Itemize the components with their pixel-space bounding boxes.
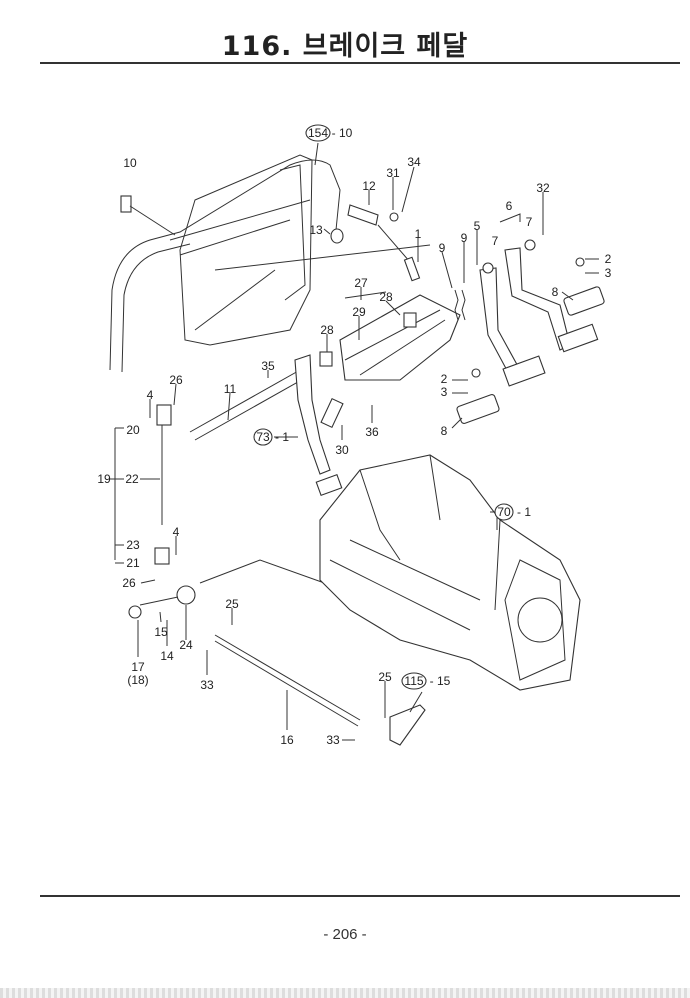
part-label: 2 xyxy=(605,252,612,266)
part-label: 10 xyxy=(123,156,137,170)
part-label: 7 xyxy=(526,215,533,229)
part-label: 9 xyxy=(461,231,468,245)
part-label: 30 xyxy=(335,443,349,457)
part-label: 32 xyxy=(536,181,550,195)
part-label: - 1 xyxy=(275,430,289,444)
frame-assembly xyxy=(109,154,431,373)
part-label: - 1 xyxy=(517,505,531,519)
part-label: 31 xyxy=(386,166,400,180)
scan-edge xyxy=(0,988,690,998)
part-label: 5 xyxy=(474,219,481,233)
part-label: 4 xyxy=(147,388,154,402)
part-label: 73 xyxy=(256,430,270,444)
part-label: 36 xyxy=(365,425,379,439)
part-label: 14 xyxy=(160,649,174,663)
part-label: 29 xyxy=(352,305,366,319)
part-label: 28 xyxy=(320,323,334,337)
part-label: 33 xyxy=(200,678,214,692)
part-label: 70 xyxy=(497,505,511,519)
circle-ref-70 xyxy=(494,503,514,521)
part-label: 22 xyxy=(125,472,139,486)
part-label: 16 xyxy=(280,733,294,747)
part-label: 115 xyxy=(404,674,423,688)
top-divider xyxy=(40,62,680,64)
part-label: 13 xyxy=(309,223,323,237)
part-label: (18) xyxy=(127,673,148,687)
part-label: 26 xyxy=(122,576,136,590)
part-label: 19 xyxy=(97,472,111,486)
pedal-assembly xyxy=(189,204,605,497)
part-label: 3 xyxy=(441,385,448,399)
part-label: 35 xyxy=(261,359,275,373)
linkage-rod xyxy=(110,404,426,746)
part-label: 15 xyxy=(154,625,168,639)
part-label: 26 xyxy=(169,373,183,387)
part-label: 1 xyxy=(415,227,422,241)
circled-references xyxy=(253,124,514,690)
part-label: - 10 xyxy=(332,126,353,140)
page-title: 116. 브레이크 페달 xyxy=(221,31,469,62)
part-label: 25 xyxy=(378,670,392,684)
part-label: 2 xyxy=(441,372,448,386)
part-label: 34 xyxy=(407,155,421,169)
circle-ref-73 xyxy=(253,428,273,446)
part-label: 25 xyxy=(225,597,239,611)
part-label: 154 xyxy=(308,126,328,140)
part-label: 17 xyxy=(131,660,145,674)
part-label: 11 xyxy=(224,382,237,396)
part-label: 8 xyxy=(552,285,559,299)
transmission-case xyxy=(319,454,581,691)
circle-ref-115 xyxy=(401,672,427,690)
part-label: 27 xyxy=(354,276,368,290)
circle-ref-154 xyxy=(305,124,331,142)
part-label: 6 xyxy=(506,199,513,213)
part-label: 8 xyxy=(441,424,448,438)
bottom-divider xyxy=(40,895,680,897)
part-label: 9 xyxy=(439,241,446,255)
part-label: 7 xyxy=(492,234,499,248)
part-label: 21 xyxy=(126,556,140,570)
page-number: - 206 - xyxy=(323,926,367,943)
part-label: 23 xyxy=(126,538,140,552)
part-label: - 15 xyxy=(430,674,451,688)
leader-lines xyxy=(137,142,599,741)
part-label: 3 xyxy=(605,266,612,280)
part-label: 12 xyxy=(362,179,376,193)
part-labels: 154 - 10 10 12 31 34 13 1 32 6 7 7 5 9 9… xyxy=(97,126,611,747)
part-label: 24 xyxy=(179,638,193,652)
part-label: 20 xyxy=(126,423,140,437)
part-label: 4 xyxy=(173,525,180,539)
part-label: 28 xyxy=(379,290,393,304)
part-label: 33 xyxy=(326,733,340,747)
